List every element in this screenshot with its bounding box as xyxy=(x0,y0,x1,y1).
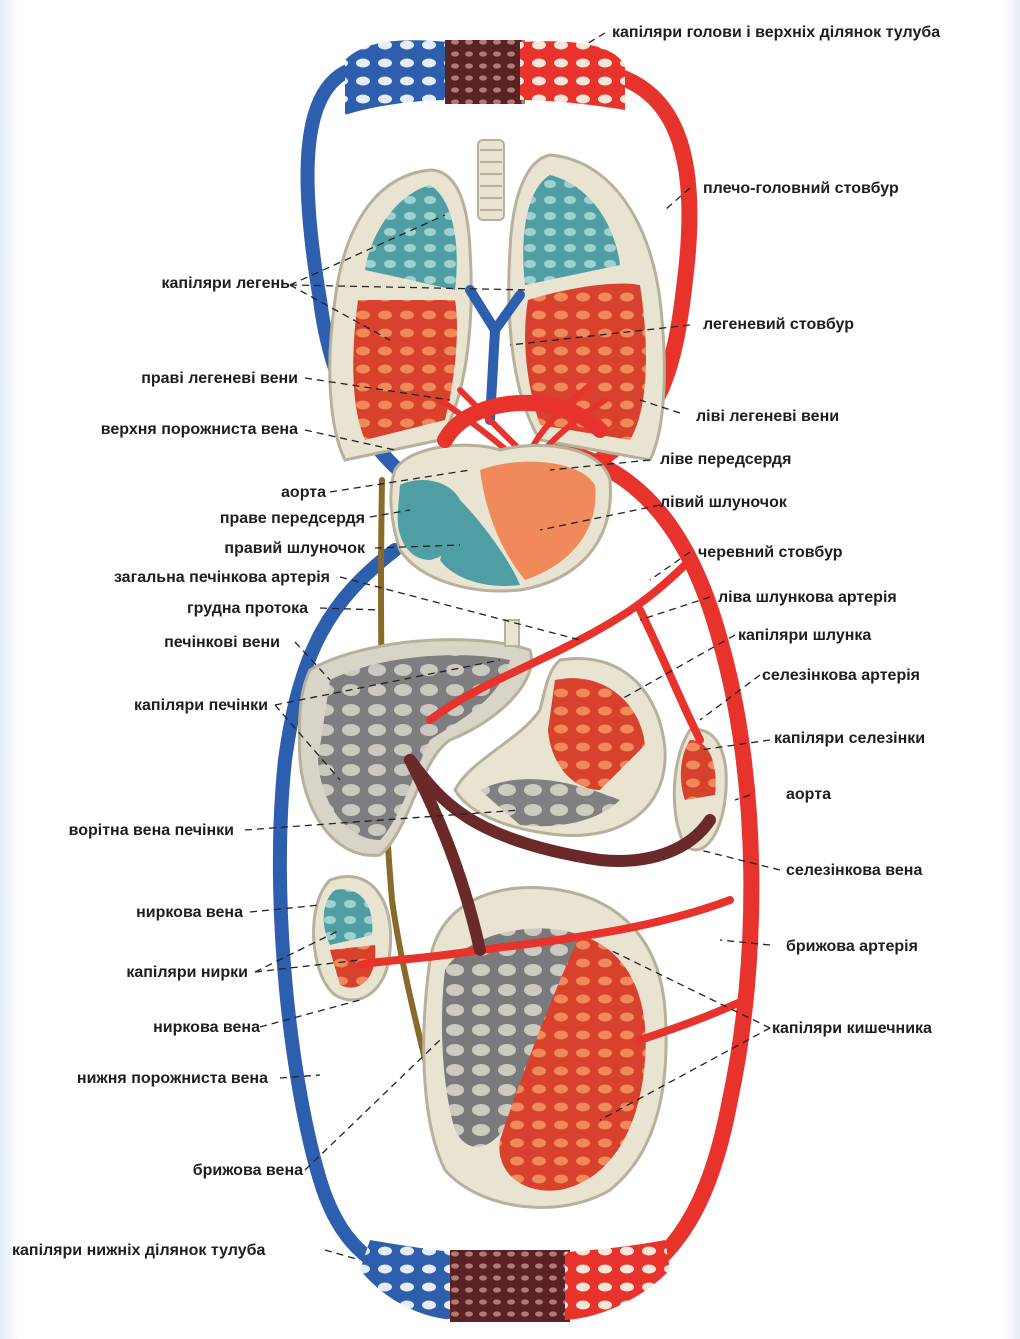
label-common-hepatic-artery: загальна печінкова артерія xyxy=(114,569,330,587)
label-right-atrium: праве передсердя xyxy=(220,510,365,528)
label-renal-vein-1: ниркова вена xyxy=(136,904,243,922)
label-head-capillaries: капіляри голови і верхніх ділянок тулуба xyxy=(612,24,940,42)
label-brachiocephalic-trunk: плечо-головний стовбур xyxy=(703,180,899,198)
label-hepatic-veins: печінкові вени xyxy=(164,634,280,652)
label-lung-capillaries: капіляри легень xyxy=(162,275,290,293)
label-right-ventricle: правий шлуночок xyxy=(224,540,365,558)
label-stomach-capillaries: капіляри шлунка xyxy=(738,627,871,645)
label-thoracic-duct: грудна протока xyxy=(187,600,308,618)
label-inferior-vena-cava: нижня порожниста вена xyxy=(77,1070,268,1088)
label-celiac-trunk: черевний стовбур xyxy=(698,544,843,562)
label-left-gastric-artery: ліва шлункова артерія xyxy=(718,589,897,607)
label-superior-vena-cava: верхня порожниста вена xyxy=(101,421,298,439)
label-intestine-capillaries: капіляри кишечника xyxy=(772,1020,932,1038)
lower-body-capillaries xyxy=(360,1240,670,1322)
label-right-pulmonary-veins: праві легеневі вени xyxy=(141,370,298,388)
trachea xyxy=(478,140,504,220)
label-mesenteric-artery: брижова артерія xyxy=(786,938,918,956)
label-mesenteric-vein: брижова вена xyxy=(193,1162,303,1180)
head-capillaries xyxy=(345,40,625,115)
label-spleen-capillaries: капіляри селезінки xyxy=(774,730,925,748)
label-liver-capillaries: капіляри печінки xyxy=(134,697,268,715)
kidney xyxy=(314,876,391,999)
label-left-ventricle: лівий шлуночок xyxy=(660,494,787,512)
label-portal-vein: ворітна вена печінки xyxy=(69,822,234,840)
label-splenic-artery: селезінкова артерія xyxy=(762,667,920,685)
label-left-pulmonary-veins: ліві легеневі вени xyxy=(696,408,839,426)
label-pulmonary-trunk: легеневий стовбур xyxy=(703,316,854,334)
intestines xyxy=(424,888,666,1208)
left-lung xyxy=(330,170,471,460)
label-left-atrium: ліве передсердя xyxy=(660,451,791,469)
label-aorta-bottom: аорта xyxy=(786,786,831,804)
label-splenic-vein: селезінкова вена xyxy=(786,862,922,880)
label-renal-vein-2: ниркова вена xyxy=(153,1019,260,1037)
label-aorta-top: аорта xyxy=(281,484,326,502)
label-kidney-capillaries: капіляри нирки xyxy=(126,964,248,982)
label-lower-body-capillaries: капіляри нижніх ділянок тулуба xyxy=(12,1242,265,1260)
